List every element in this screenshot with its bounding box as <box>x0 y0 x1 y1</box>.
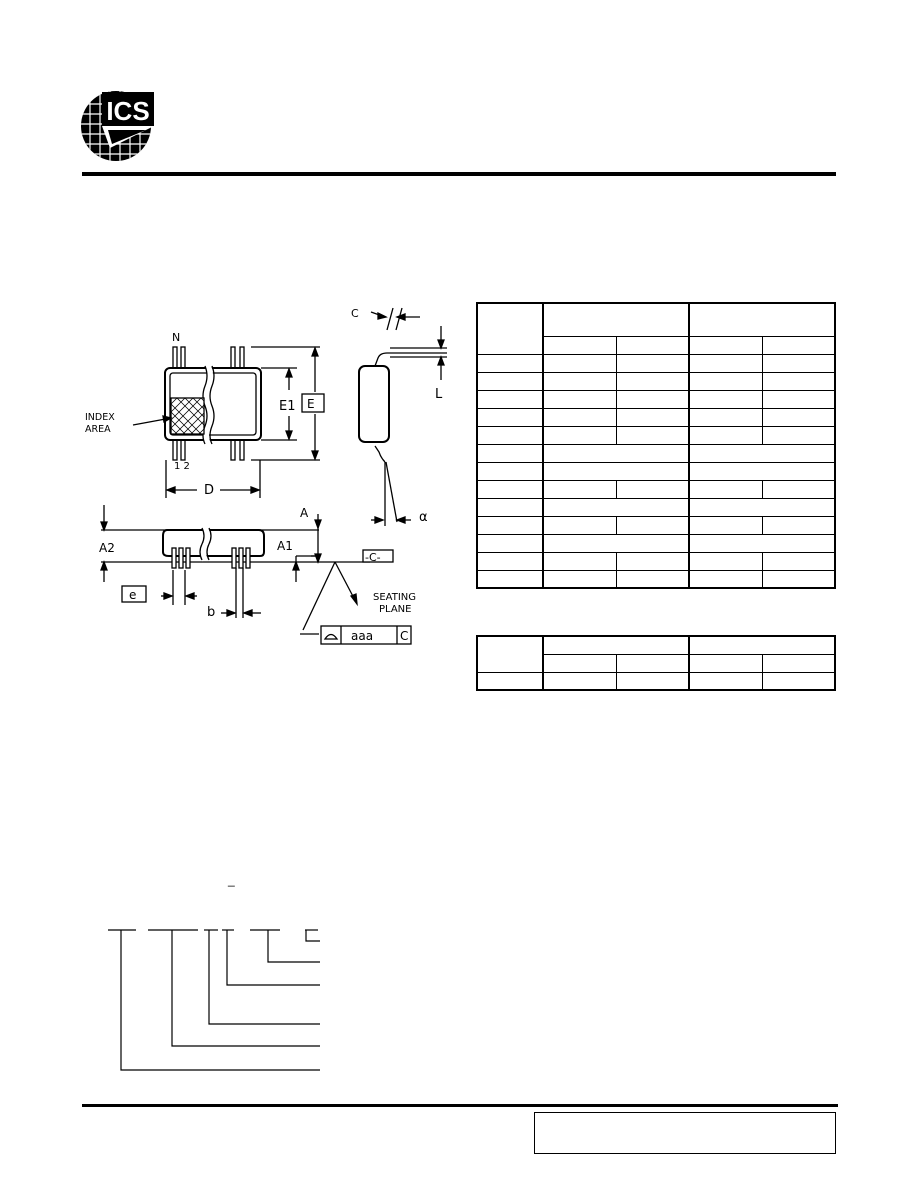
table-header-cell <box>688 302 836 337</box>
label-index: INDEX <box>85 412 115 423</box>
footer-rule <box>82 1104 838 1107</box>
footer-box <box>534 1112 836 1154</box>
label-alpha: α <box>419 510 428 525</box>
label-l: L <box>435 387 443 402</box>
label-a: A <box>300 506 309 520</box>
label-aaa-ref: C <box>400 629 408 643</box>
ics-logo: ICS <box>81 91 154 161</box>
top-view <box>132 346 325 498</box>
label-area: AREA <box>85 424 111 435</box>
label-n: N <box>172 331 180 344</box>
tolerance-table <box>476 635 836 691</box>
label-plane: PLANE <box>379 604 411 615</box>
package-outline-drawing: N INDEX AREA 1 2 D E1 E C L α A A2 A1 -C… <box>85 307 447 645</box>
label-c: C <box>351 307 359 320</box>
logo-text: ICS <box>106 96 149 126</box>
table-header-cell <box>542 302 690 337</box>
label-e-box: E <box>307 397 315 411</box>
label-e1: E1 <box>279 399 296 414</box>
label-a1: A1 <box>277 539 293 553</box>
label-e-pitch: e <box>129 588 136 602</box>
label-a2: A2 <box>99 541 115 555</box>
ordering-overbar: _ <box>227 873 235 887</box>
table-header-cell <box>476 302 544 355</box>
label-d: D <box>204 483 214 498</box>
front-view <box>100 505 412 645</box>
label-seating: SEATING <box>373 592 416 603</box>
label-aaa: aaa <box>351 629 373 643</box>
label-datum-c: -C- <box>365 551 381 564</box>
ordering-info-diagram: _ <box>108 873 320 1071</box>
label-pins-12: 1 2 <box>174 461 190 472</box>
header-rule <box>82 172 836 176</box>
side-view <box>358 307 447 526</box>
label-b: b <box>207 605 215 620</box>
dimension-table <box>476 302 836 589</box>
